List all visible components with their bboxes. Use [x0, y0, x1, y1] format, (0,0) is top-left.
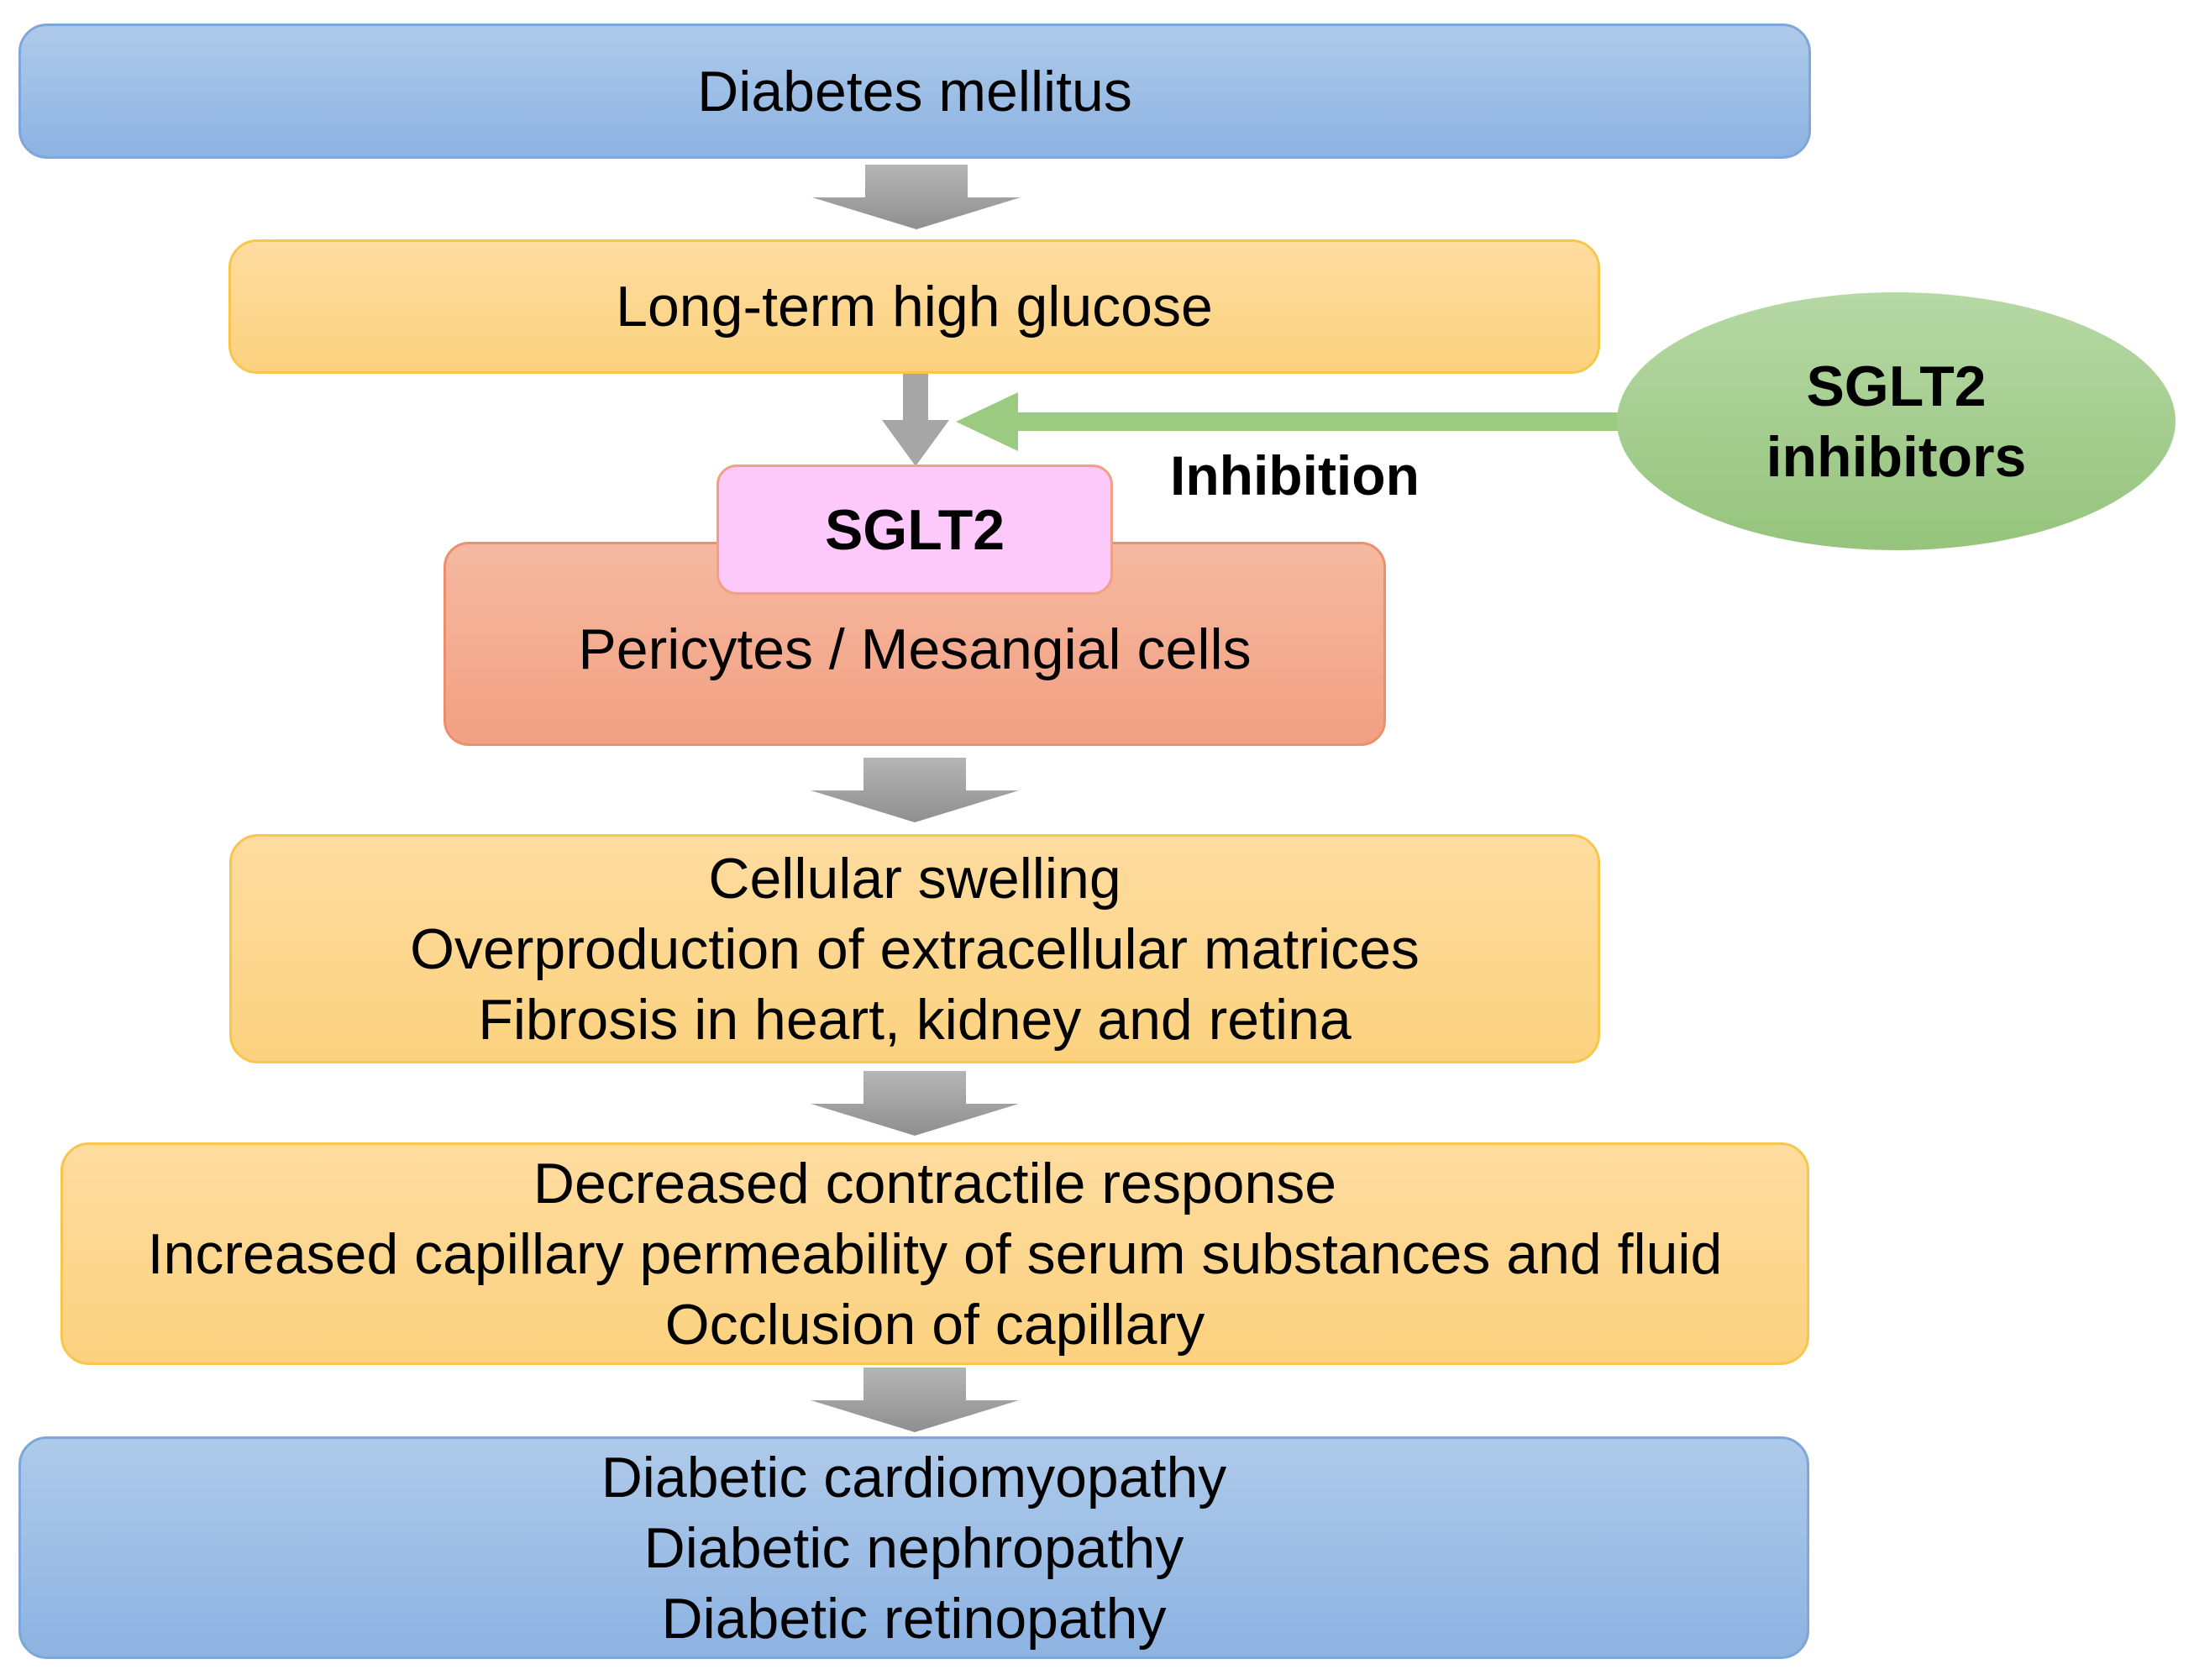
flow-arrow-3 — [811, 758, 1019, 822]
outcome-line: Diabetic retinopathy — [661, 1586, 1167, 1651]
outcome-line: Diabetic nephropathy — [643, 1515, 1184, 1580]
diabetes-label: Diabetes mellitus — [697, 59, 1132, 123]
flow-arrow-5 — [811, 1368, 1019, 1432]
effects1-line: Fibrosis in heart, kidney and retina — [478, 987, 1352, 1052]
inhibitor-line-1: SGLT2 — [1806, 354, 1987, 418]
sglt2-box: SGLT2 — [716, 465, 1113, 595]
diabetes-box: Diabetes mellitus — [18, 24, 1811, 159]
effects1-line: Cellular swelling — [708, 846, 1121, 911]
effects1-line: Overproduction of extracellular matrices — [410, 916, 1420, 981]
outcomes-box: Diabetic cardiomyopathy Diabetic nephrop… — [18, 1436, 1809, 1659]
inhibition-label: Inhibition — [1170, 444, 1420, 507]
flow-arrow-2 — [882, 374, 949, 466]
effects1-box: Cellular swelling Overproduction of extr… — [229, 834, 1600, 1063]
flow-arrow-4 — [811, 1071, 1019, 1136]
effects2-box: Decreased contractile response Increased… — [60, 1142, 1809, 1365]
effects2-line: Occlusion of capillary — [664, 1292, 1205, 1357]
cells-label: Pericytes / Mesangial cells — [578, 617, 1252, 681]
inhibitor-line-2: inhibitors — [1766, 424, 2027, 489]
outcome-line: Diabetic cardiomyopathy — [601, 1445, 1227, 1509]
flow-arrow-1 — [812, 165, 1021, 229]
inhibition-arrow — [956, 392, 1625, 451]
effects2-line: Decreased contractile response — [533, 1151, 1337, 1215]
glucose-box: Long-term high glucose — [228, 239, 1600, 374]
effects2-line: Increased capillary permeability of seru… — [147, 1221, 1723, 1286]
sglt2-label: SGLT2 — [824, 497, 1005, 562]
glucose-label: Long-term high glucose — [616, 275, 1213, 339]
sglt2-inhibitors-ellipse: SGLT2 inhibitors — [1617, 292, 2176, 550]
